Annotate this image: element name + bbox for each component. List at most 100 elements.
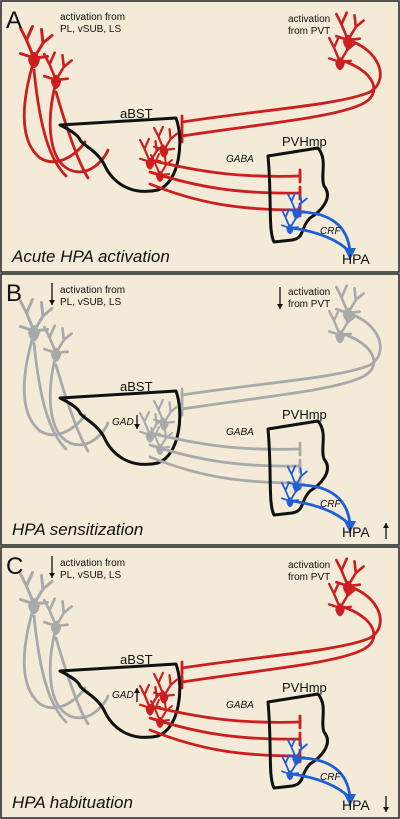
cortical-activation-label-line1: activation from	[60, 12, 125, 23]
gad-label: GAD	[112, 690, 134, 701]
abst-neuron-2	[152, 125, 179, 158]
gaba-axon-3	[148, 455, 302, 485]
abst-neuron-2	[152, 671, 179, 704]
crf-axon-1	[296, 210, 352, 254]
abst-region-outline	[58, 389, 182, 466]
pvt-activation-label-line1: activation	[288, 14, 330, 25]
pvt-activation-label-line1: activation	[288, 287, 330, 298]
pvt-neuron-2	[327, 308, 356, 344]
abst-neuron-1	[138, 683, 165, 716]
gaba-axon-3	[148, 728, 302, 758]
gaba-axon-3	[148, 182, 302, 212]
cortical-change-arrow-icon	[49, 283, 55, 305]
panel-frame	[0, 273, 400, 546]
cortical-projections	[22, 331, 110, 453]
pvt-activation-label-line2: from PVT	[288, 572, 330, 583]
pvt-axon-1	[180, 311, 382, 397]
panel-frame	[0, 0, 400, 273]
gaba-axon-2	[148, 443, 302, 468]
panel-caption: HPA sensitization	[12, 520, 143, 539]
cortical-neuron-1	[19, 298, 54, 342]
pvhmp-label: PVHmp	[282, 680, 327, 695]
panel-caption: Acute HPA activation	[11, 247, 170, 266]
crf-neuron-2	[280, 208, 302, 235]
panel-letter: C	[6, 553, 23, 580]
cortical-change-arrow-icon	[49, 556, 55, 578]
cortical-axon-1	[22, 604, 87, 710]
abst-label: aBST	[120, 106, 153, 121]
pvt-axon-2	[180, 331, 376, 411]
pvhmp-region-outline	[266, 692, 329, 790]
crf-projection	[290, 483, 356, 533]
pvt-activation-label-line2: from PVT	[288, 26, 330, 37]
abst-neuron-3	[150, 153, 173, 182]
panel-frame	[0, 546, 400, 819]
pvt-axon-2	[180, 604, 376, 684]
cortical-axon-1	[22, 331, 87, 437]
cortical-axon-4	[54, 363, 90, 453]
cortical-axon-3	[32, 68, 68, 178]
cortical-activation-label-line1: activation from	[60, 285, 125, 296]
gad-label: GAD	[112, 417, 134, 428]
pvt-axon-1	[180, 584, 382, 670]
pvhmp-region-outline	[266, 146, 329, 244]
pvt-projections	[180, 38, 382, 144]
abst-region-outline	[58, 662, 182, 739]
pvhmp-region-outline	[266, 419, 329, 517]
abst-region-outline	[58, 116, 182, 193]
gaba-label: GABA	[226, 427, 254, 438]
pvhmp-label: PVHmp	[282, 407, 327, 422]
pvt-axon-1	[180, 38, 382, 124]
panel-letter: B	[6, 280, 22, 307]
crf-neuron-1	[286, 738, 308, 765]
crf-projection	[290, 210, 356, 260]
hpa-change-arrow-icon	[383, 796, 389, 812]
cortical-activation-label-line2: PL, vSUB, LS	[60, 570, 121, 581]
abst-label: aBST	[120, 652, 153, 667]
cortical-axon-4	[54, 636, 90, 726]
crf-arrowhead	[344, 521, 356, 533]
cortical-axon-1	[22, 58, 87, 164]
gaba-label: GABA	[226, 154, 254, 165]
crf-label: CRF	[320, 226, 341, 237]
crf-arrowhead	[344, 794, 356, 806]
cortical-neuron-1	[19, 571, 54, 615]
pvt-change-arrow-icon	[277, 287, 283, 309]
crf-arrowhead	[344, 248, 356, 260]
abst-neuron-3	[150, 699, 173, 728]
pvt-activation-label-line2: from PVT	[288, 299, 330, 310]
gaba-label: GABA	[226, 700, 254, 711]
pvt-projections	[180, 584, 382, 690]
pvt-neuron-2	[327, 35, 356, 71]
gad-change-arrow-icon	[134, 415, 140, 429]
cortical-neuron-1	[19, 25, 54, 69]
gaba-axon-2	[148, 716, 302, 741]
crf-neuron-2	[280, 481, 302, 508]
pvt-neuron-2	[327, 581, 356, 617]
cortical-axon-3	[32, 614, 68, 724]
cortical-neuron-2	[43, 51, 73, 90]
pvt-axon-2	[180, 58, 376, 138]
hpa-label: HPA	[342, 524, 370, 540]
crf-axon-1	[296, 483, 352, 527]
hpa-label: HPA	[342, 797, 370, 813]
crf-label: CRF	[320, 499, 341, 510]
crf-axon-1	[296, 756, 352, 800]
gad-change-arrow-icon	[134, 688, 140, 702]
crf-neuron-2	[280, 754, 302, 781]
hpa-label: HPA	[342, 251, 370, 267]
cortical-activation-label-line1: activation from	[60, 558, 125, 569]
abst-label: aBST	[120, 379, 153, 394]
pvt-activation-label-line1: activation	[288, 560, 330, 571]
abst-neuron-2	[152, 398, 179, 431]
gaba-axon-2	[148, 170, 302, 195]
pvt-projections	[180, 311, 382, 417]
cortical-neuron-2	[43, 597, 73, 636]
cortical-axon-3	[32, 341, 68, 451]
